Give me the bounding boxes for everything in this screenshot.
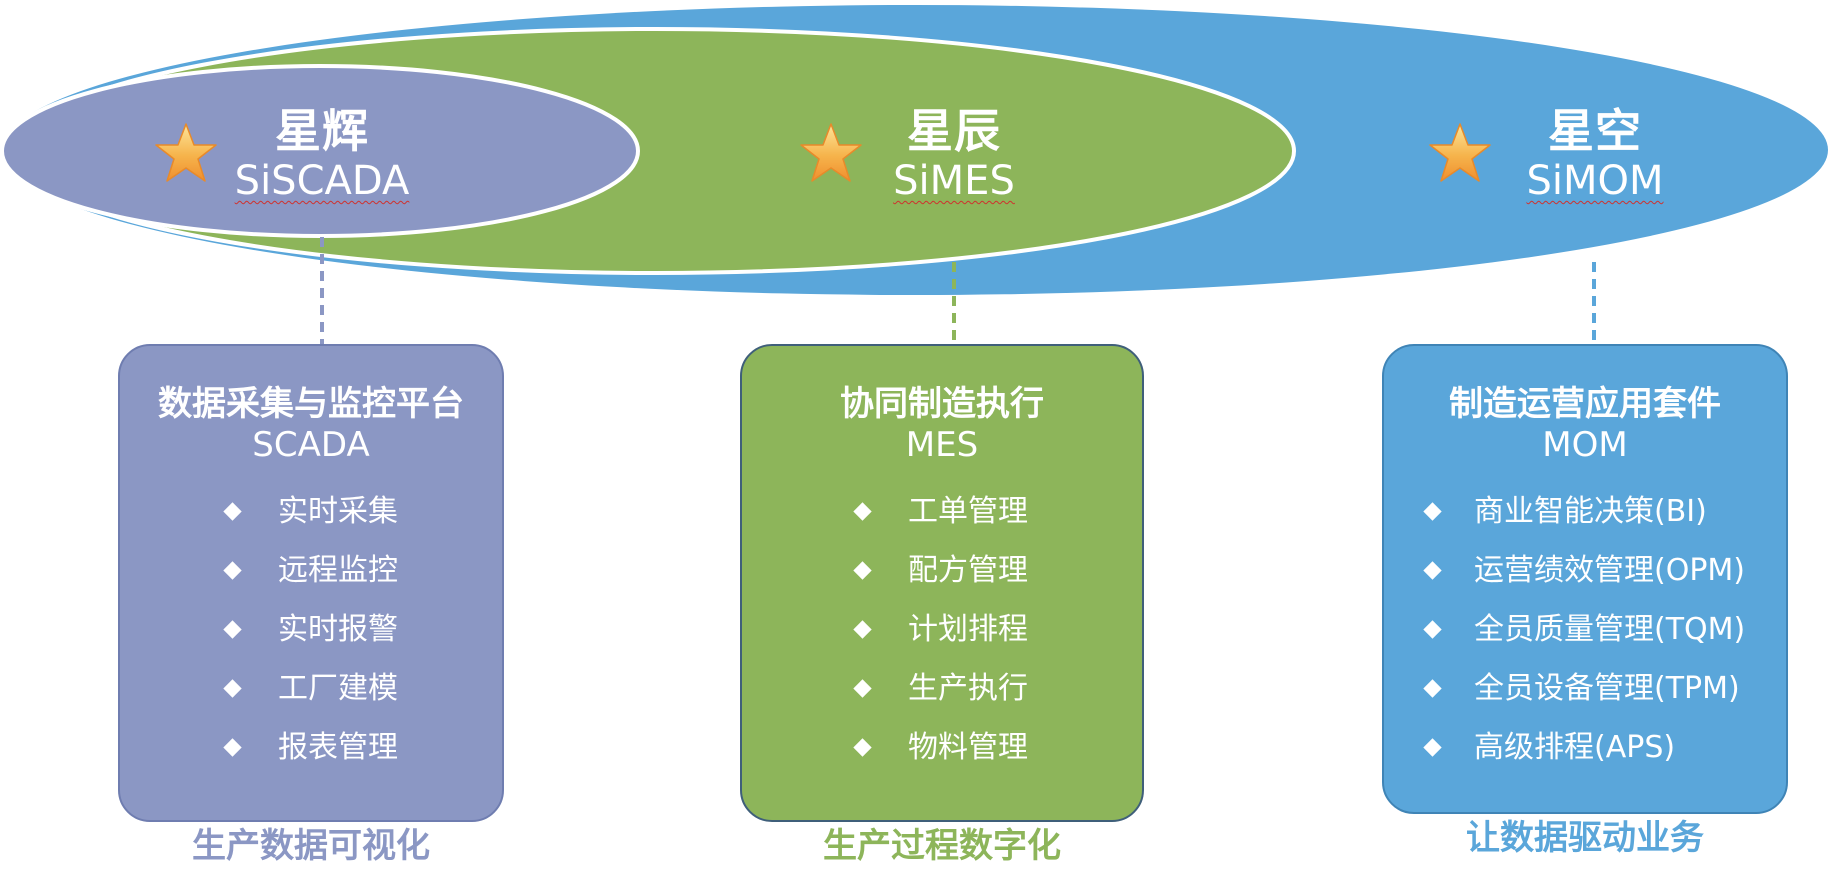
diamond-bullet-icon (1423, 502, 1442, 521)
list-item: 实时报警 (120, 612, 502, 648)
ellipse-label-siscada: 星辉 SiSCADA (212, 104, 432, 204)
diamond-bullet-icon (223, 561, 242, 580)
diamond-bullet-icon (853, 679, 872, 698)
list-item: 计划排程 (742, 612, 1142, 648)
diamond-bullet-icon (853, 502, 872, 521)
caption-scada: 生产数据可视化 (192, 826, 430, 866)
diamond-bullet-icon (223, 679, 242, 698)
product-name-cn: 星辰 (907, 104, 1001, 158)
feature-list: 实时采集 远程监控 实时报警 工厂建模 报表管理 (120, 494, 502, 766)
caption-mom: 让数据驱动业务 (1466, 818, 1704, 858)
list-item: 远程监控 (120, 553, 502, 589)
caption-mes: 生产过程数字化 (823, 826, 1061, 866)
diamond-bullet-icon (223, 620, 242, 639)
product-name-en: SiMOM (1526, 158, 1664, 204)
list-item: 报表管理 (120, 730, 502, 766)
card-subtitle: MOM (1542, 425, 1628, 465)
card-subtitle: MES (905, 425, 979, 465)
diamond-bullet-icon (853, 620, 872, 639)
card-title: 数据采集与监控平台 (158, 384, 464, 424)
list-item: 全员质量管理(TQM) (1384, 612, 1786, 648)
list-item: 物料管理 (742, 730, 1142, 766)
product-name-cn: 星辉 (275, 104, 369, 158)
card-mes: 协同制造执行 MES 工单管理 配方管理 计划排程 生产执行 物料管理 (740, 344, 1144, 822)
card-scada: 数据采集与监控平台 SCADA 实时采集 远程监控 实时报警 工厂建模 报表管理 (118, 344, 504, 822)
star-icon (1429, 123, 1491, 182)
list-item: 商业智能决策(BI) (1384, 494, 1786, 530)
card-title: 协同制造执行 (840, 384, 1044, 424)
diamond-bullet-icon (223, 502, 242, 521)
list-item: 工厂建模 (120, 671, 502, 707)
diamond-bullet-icon (1423, 738, 1442, 757)
feature-list: 商业智能决策(BI) 运营绩效管理(OPM) 全员质量管理(TQM) 全员设备管… (1384, 494, 1786, 766)
star-icon (155, 123, 217, 182)
diamond-bullet-icon (853, 738, 872, 757)
feature-list: 工单管理 配方管理 计划排程 生产执行 物料管理 (742, 494, 1142, 766)
product-name-cn: 星空 (1548, 104, 1642, 158)
product-name-en: SiSCADA (234, 158, 410, 204)
diamond-bullet-icon (223, 738, 242, 757)
card-subtitle: SCADA (252, 425, 370, 465)
list-item: 全员设备管理(TPM) (1384, 671, 1786, 707)
list-item: 高级排程(APS) (1384, 730, 1786, 766)
ellipse-inner-siscada (0, 64, 640, 238)
diamond-bullet-icon (853, 561, 872, 580)
diamond-bullet-icon (1423, 620, 1442, 639)
diamond-bullet-icon (1423, 561, 1442, 580)
card-mom: 制造运营应用套件 MOM 商业智能决策(BI) 运营绩效管理(OPM) 全员质量… (1382, 344, 1788, 814)
diamond-bullet-icon (1423, 679, 1442, 698)
ellipse-label-simom: 星空 SiMOM (1485, 104, 1705, 204)
list-item: 实时采集 (120, 494, 502, 530)
product-name-en: SiMES (893, 158, 1015, 204)
list-item: 配方管理 (742, 553, 1142, 589)
card-title: 制造运营应用套件 (1449, 384, 1721, 424)
ellipse-label-simes: 星辰 SiMES (844, 104, 1064, 204)
star-icon (800, 123, 862, 182)
list-item: 工单管理 (742, 494, 1142, 530)
list-item: 运营绩效管理(OPM) (1384, 553, 1786, 589)
list-item: 生产执行 (742, 671, 1142, 707)
